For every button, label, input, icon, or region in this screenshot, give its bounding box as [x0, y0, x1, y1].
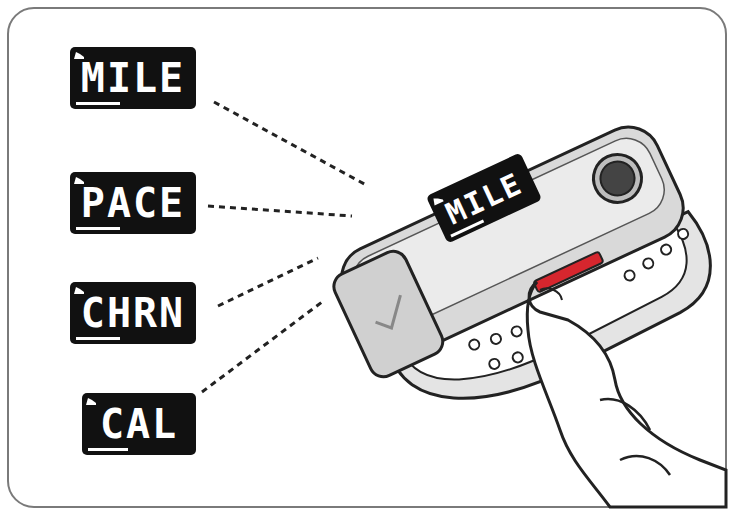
leader-lines: [202, 102, 368, 392]
hand-folds: [600, 399, 670, 475]
display-readout: CAL: [82, 393, 196, 455]
readout-text: MILE: [81, 55, 185, 101]
readout-text: PACE: [81, 180, 185, 226]
frame: [8, 8, 726, 507]
readout-text: CAL: [100, 401, 178, 447]
wristband: [323, 115, 730, 445]
display-readout: MILE: [70, 47, 196, 109]
fingernail: [540, 288, 562, 300]
display-readout: PACE: [70, 172, 196, 234]
display-readout: CHRN: [70, 282, 196, 344]
hand: [527, 282, 726, 507]
readout-text: CHRN: [81, 290, 185, 336]
